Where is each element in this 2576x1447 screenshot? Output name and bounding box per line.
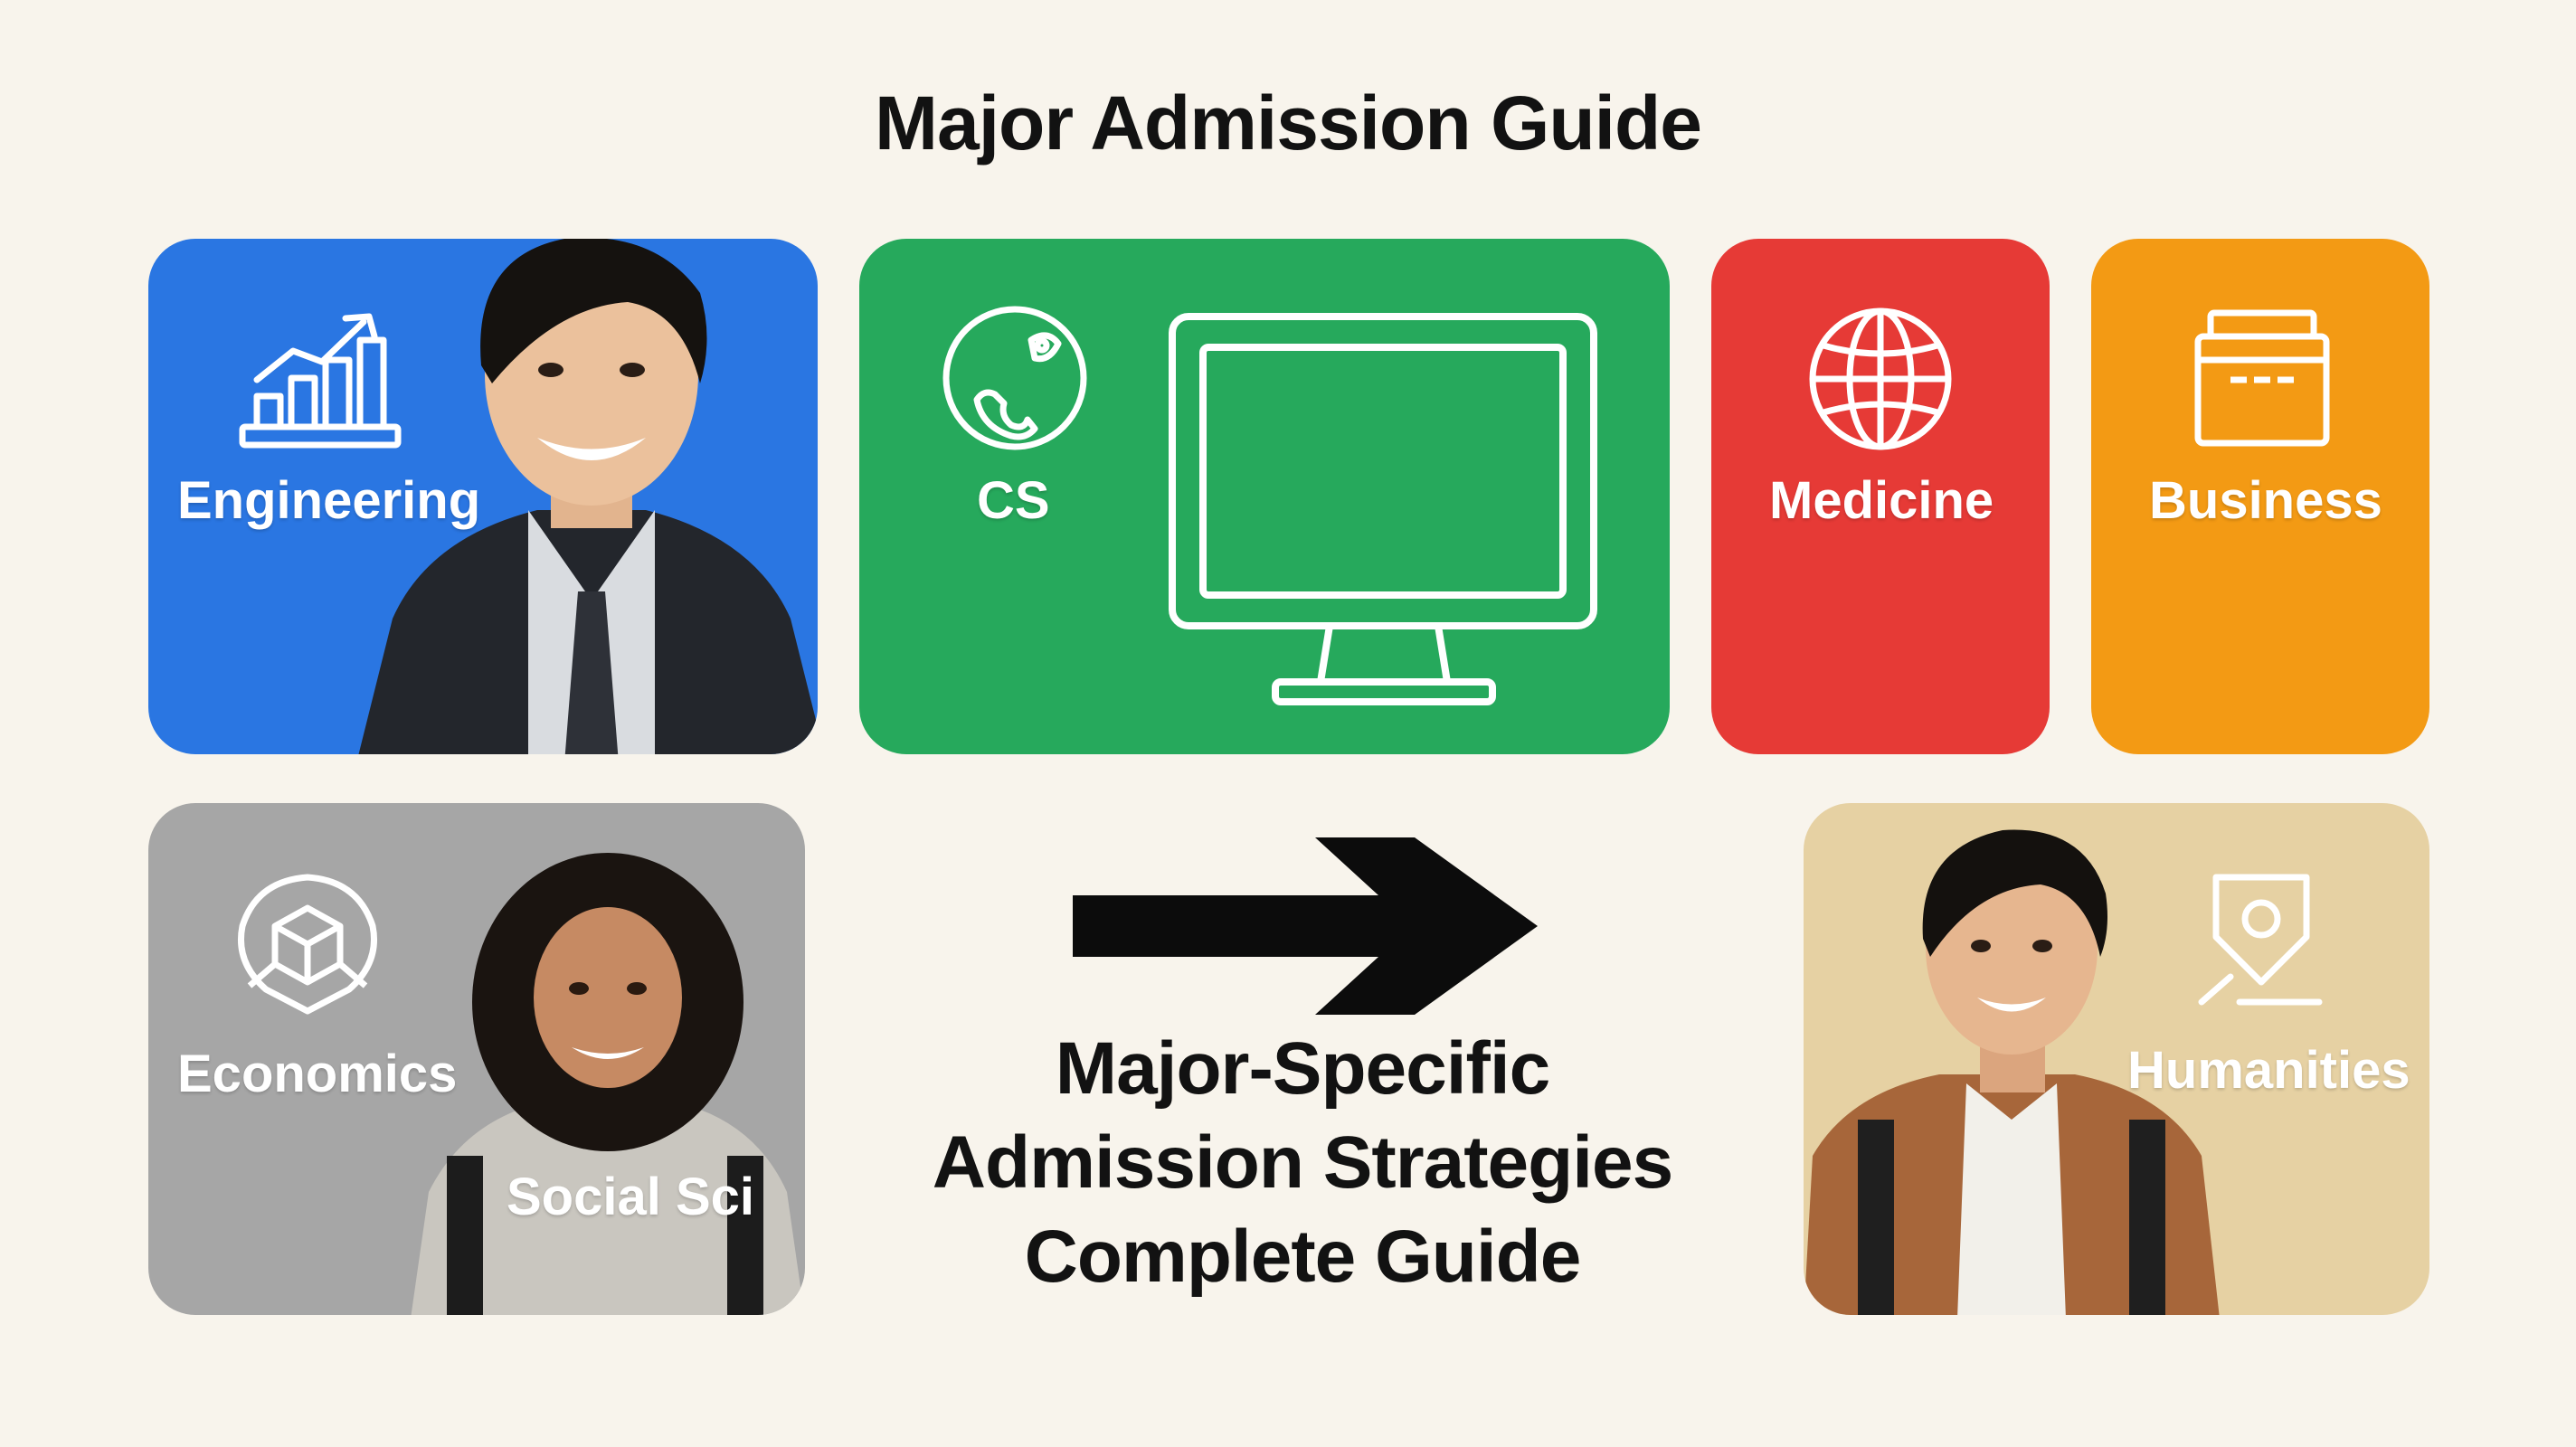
card-engineering[interactable]: Engineering — [148, 239, 818, 754]
hexagon-cube-icon — [237, 874, 378, 1015]
card-label-business: Business — [2149, 471, 2382, 530]
briefcase-icon — [2194, 309, 2330, 447]
globe-phone-icon — [942, 306, 1087, 450]
card-label-social-sci: Social Sci — [507, 1168, 755, 1226]
page-title: Major Admission Guide — [875, 80, 1702, 166]
card-label-engineering: Engineering — [177, 471, 481, 530]
card-economics[interactable]: Economics Social Sci — [148, 803, 805, 1315]
bar-chart-growth-icon — [239, 313, 402, 449]
card-label-economics: Economics — [177, 1045, 458, 1103]
subtitle-line-1: Major-Specific — [1055, 1027, 1550, 1110]
subtitle-line-3: Complete Guide — [1024, 1215, 1582, 1298]
subtitle: Major-Specific Admission Strategies Comp… — [814, 1022, 1791, 1304]
location-pin-icon — [2198, 874, 2323, 1006]
student-photo — [358, 239, 818, 754]
computer-monitor-icon — [1169, 313, 1597, 705]
card-humanities[interactable]: Humanities — [1804, 803, 2429, 1315]
arrow-right-icon — [1073, 837, 1538, 1015]
student-photo-man — [1804, 829, 2220, 1315]
student-photo-woman — [411, 853, 805, 1315]
card-label-medicine: Medicine — [1769, 471, 1994, 530]
card-cs[interactable]: CS — [859, 239, 1670, 754]
globe-icon — [1809, 307, 1952, 450]
card-medicine[interactable]: Medicine — [1711, 239, 2050, 754]
card-business[interactable]: Business — [2091, 239, 2429, 754]
card-label-cs: CS — [977, 471, 1050, 530]
card-label-humanities: Humanities — [2127, 1041, 2410, 1100]
subtitle-line-2: Admission Strategies — [932, 1121, 1673, 1204]
